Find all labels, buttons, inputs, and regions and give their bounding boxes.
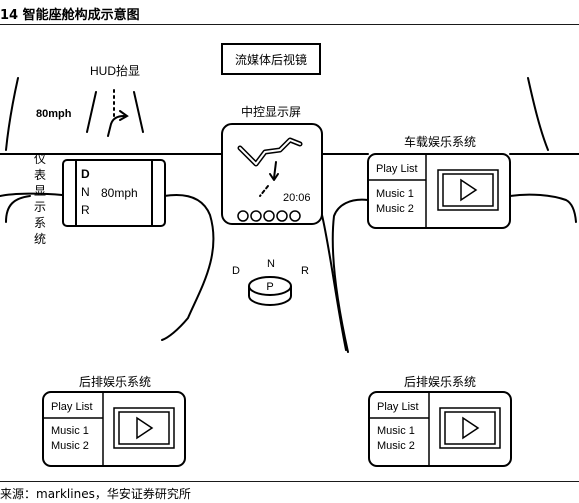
- front-music-2: Music 2: [376, 203, 414, 215]
- console-left-edge: [161, 194, 215, 341]
- dashboard-right-outer: [509, 193, 577, 223]
- knob-p: P: [266, 281, 273, 293]
- infotainment-front-label: 车载娱乐系统: [404, 134, 476, 149]
- dashboard-left-hook: [5, 195, 31, 223]
- hud-lane-left: [86, 91, 97, 133]
- hud-label: HUD抬显: [90, 64, 140, 78]
- knob-n: N: [267, 258, 275, 270]
- center-map-graphic: [237, 137, 303, 197]
- gear-n: N: [81, 185, 90, 199]
- gear-knob-top: [248, 276, 292, 296]
- instrument-title-3: 显: [34, 184, 46, 198]
- center-button-4: [276, 210, 288, 222]
- bottom-rule: [0, 481, 579, 482]
- center-time: 20:06: [283, 192, 311, 204]
- hud-speed: 80mph: [36, 108, 72, 120]
- hud-lane-right: [133, 91, 144, 133]
- map-route-arrow: [273, 161, 277, 179]
- top-rule: [0, 24, 579, 25]
- rear-right-playlist: Play List: [377, 401, 419, 413]
- hud-turn-arrow: [107, 115, 125, 137]
- center-button-2: [250, 210, 262, 222]
- front-playlist: Play List: [376, 163, 418, 175]
- arrow-up-icon: [269, 173, 279, 181]
- figure-source: 来源：marklines，华安证券研究所: [0, 487, 191, 501]
- rear-left-playlist: Play List: [51, 401, 93, 413]
- center-display-label: 中控显示屏: [241, 104, 301, 119]
- instrument-title-6: 统: [34, 232, 46, 246]
- center-button-3: [263, 210, 275, 222]
- gear-knob: [248, 276, 292, 306]
- rear-right-music-1: Music 1: [377, 425, 415, 437]
- figure-title: 14 智能座舱构成示意图: [0, 8, 140, 23]
- knob-r: R: [301, 265, 309, 277]
- rear-left-music-1: Music 1: [51, 425, 89, 437]
- play-icon: [136, 416, 154, 440]
- center-button-1: [237, 210, 249, 222]
- dashboard-right-lower: [331, 198, 369, 353]
- dashboard-left-lower: [0, 192, 63, 197]
- instrument-title-4: 示: [34, 200, 46, 214]
- hud-lane-graphic: [86, 89, 144, 137]
- map-route-dash: [259, 185, 269, 197]
- front-music-1: Music 1: [376, 188, 414, 200]
- gear-d: D: [81, 167, 90, 181]
- instrument-title-5: 系: [34, 216, 46, 230]
- rear-left-label: 后排娱乐系统: [79, 375, 151, 389]
- rear-right-label: 后排娱乐系统: [404, 375, 476, 389]
- center-buttons: [237, 210, 301, 222]
- rear-left-player: [113, 407, 175, 449]
- arrow-up-icon: [119, 110, 129, 121]
- play-icon: [460, 178, 478, 202]
- play-icon: [462, 416, 480, 440]
- console-right-edge: [321, 214, 347, 351]
- map-road-inner: [239, 139, 301, 165]
- rear-right-music-2: Music 2: [377, 440, 415, 452]
- gear-r: R: [81, 203, 90, 217]
- instrument-title-1: 仪: [34, 152, 46, 166]
- streaming-mirror-box: [221, 43, 321, 75]
- instrument-cluster-box: [62, 159, 166, 227]
- center-display-box: [221, 123, 323, 225]
- streaming-mirror-label: 流媒体后视镜: [235, 52, 307, 67]
- rear-right-player: [439, 407, 501, 449]
- windshield-left-edge: [5, 77, 19, 151]
- center-button-5: [289, 210, 301, 222]
- windshield-right-edge: [527, 77, 549, 151]
- knob-d: D: [232, 265, 240, 277]
- rear-left-music-2: Music 2: [51, 440, 89, 452]
- instrument-title-2: 表: [34, 168, 46, 182]
- instrument-speed: 80mph: [101, 186, 138, 200]
- front-player: [437, 169, 499, 211]
